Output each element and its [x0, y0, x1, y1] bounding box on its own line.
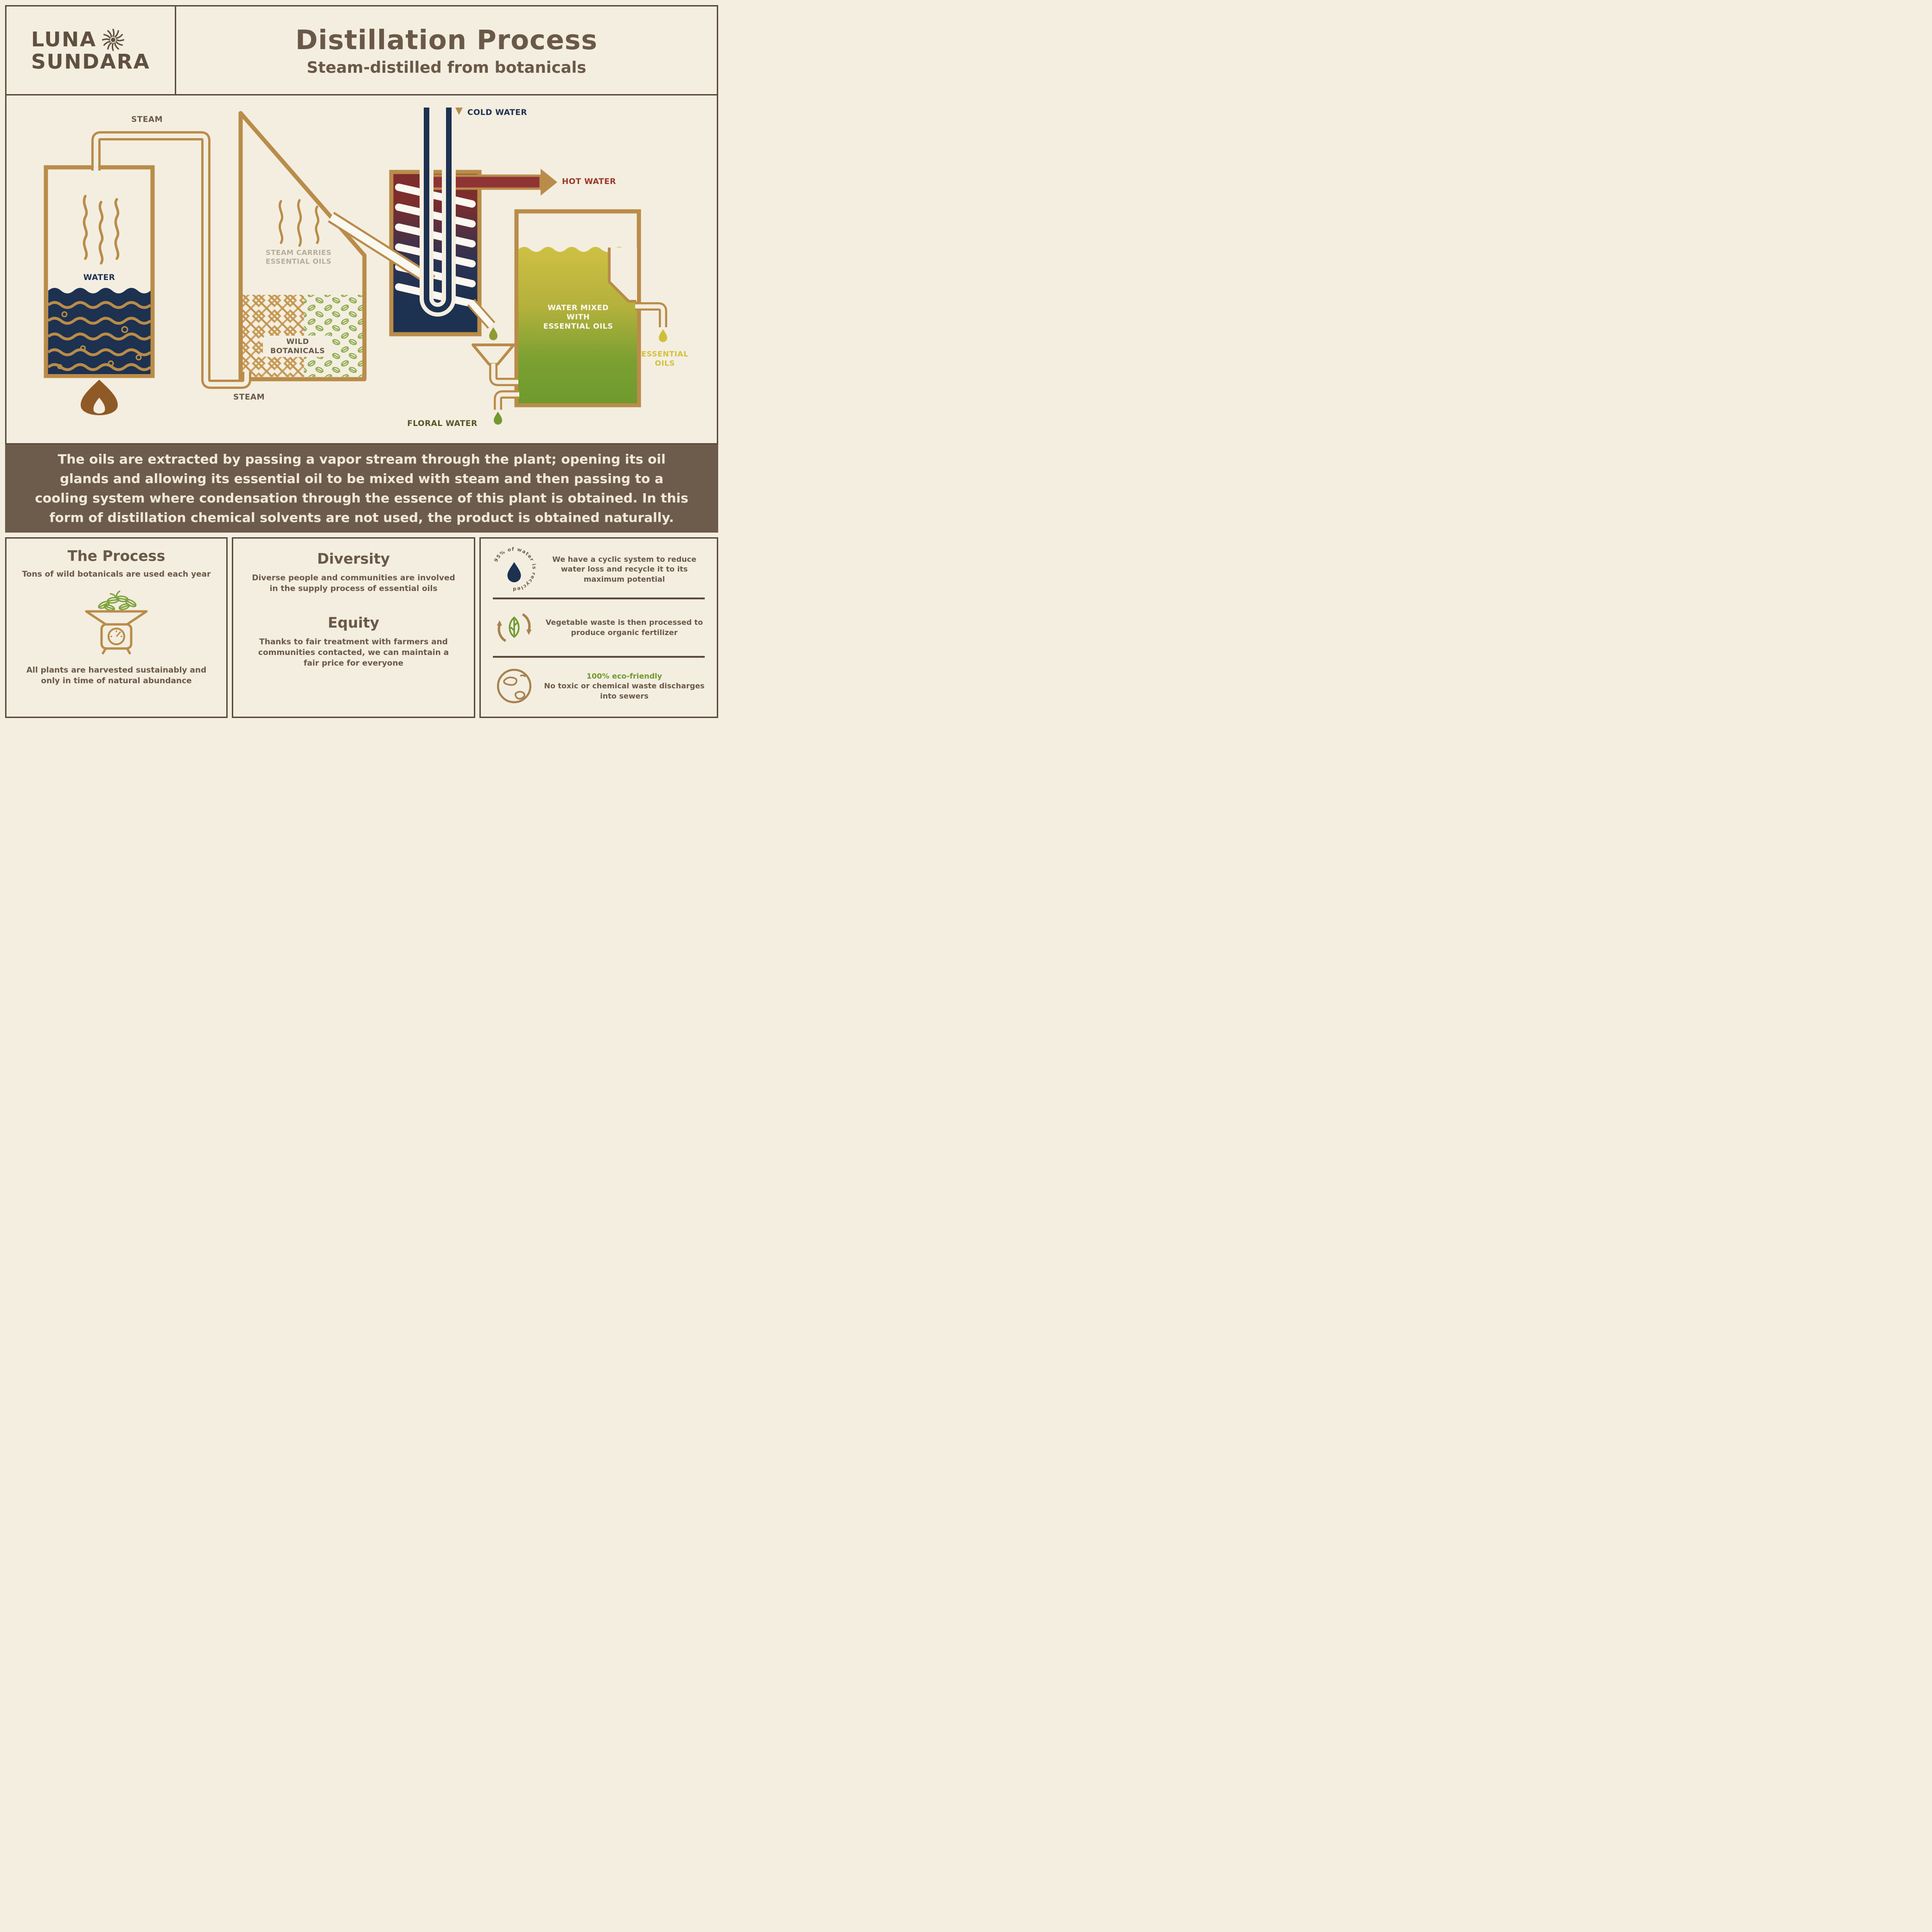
water-label: WATER [83, 273, 115, 282]
logo-line2: SUNDARA [31, 50, 150, 74]
fire-icon [81, 380, 118, 415]
cold-water-pipe [420, 108, 456, 317]
water-fill [48, 288, 151, 374]
floral-water-drop-icon [494, 412, 502, 425]
scale-with-botanicals-icon [85, 590, 148, 655]
page-subtitle: Steam-distilled from botanicals [306, 58, 587, 77]
sustainability-eco-text: No toxic or chemical waste discharges in… [544, 681, 705, 700]
water-recycled-icon: 95% of water is recycled [493, 547, 536, 592]
cold-water-arrow-icon [455, 108, 463, 115]
condensate-drop-icon [489, 327, 497, 340]
sustainability-row-waste: Vegetable waste is then processed to pro… [485, 601, 712, 655]
process-note: All plants are harvested sustainably and… [26, 665, 207, 686]
recycle-leaf-icon [491, 605, 537, 650]
process-box: The Process Tons of wild botanicals are … [5, 537, 228, 718]
divider [493, 656, 705, 658]
diversity-title: Diversity [317, 551, 390, 567]
logo: LUNA [6, 6, 176, 94]
cold-water-label: COLD WATER [467, 108, 527, 117]
steam-wisps-tank [83, 195, 120, 265]
description-text: The oils are extracted by passing a vapo… [35, 451, 689, 525]
floral-water-outlet-pipe [494, 390, 519, 410]
sunburst-icon [102, 28, 125, 51]
steam-carries-label: STEAM CARRIES ESSENTIAL OILS [266, 248, 332, 266]
vapor-neck-pipe [328, 212, 435, 286]
diagram-panel: STEAM WATER STEAM STEAM CARRIES ESSENTIA… [5, 94, 718, 445]
process-title: The Process [67, 548, 166, 565]
water-tank [44, 165, 155, 378]
description-band: The oils are extracted by passing a vapo… [5, 445, 718, 533]
hot-water-arrow-icon [541, 169, 557, 196]
steam-pipe [91, 131, 251, 389]
floral-water-label: FLORAL WATER [407, 419, 478, 428]
earth-icon [491, 664, 537, 708]
process-intro: Tons of wild botanicals are used each ye… [22, 570, 211, 579]
botanicals-pile [98, 590, 137, 611]
logo-text: LUNA [31, 28, 150, 73]
hot-water-label: HOT WATER [562, 177, 616, 186]
sustainability-box: 95% of water is recycled We have a cycli… [479, 537, 718, 718]
scale-dial [108, 627, 125, 645]
sustainability-water-text: We have a cyclic system to reduce water … [552, 554, 696, 584]
distillation-diagram [44, 108, 667, 425]
equity-text: Thanks to fair treatment with farmers an… [258, 637, 449, 668]
funnel [472, 343, 518, 386]
header: LUNA [5, 5, 718, 94]
water-drop-icon [507, 562, 521, 583]
water-mixed-label: WATER MIXED WITH ESSENTIAL OILS [543, 303, 613, 330]
divider [493, 597, 705, 599]
logo-line1: LUNA [31, 27, 97, 51]
page-title: Distillation Process [295, 24, 598, 56]
scale-body [85, 610, 148, 655]
infographic-page: LUNA [0, 0, 723, 723]
essential-oils-label: ESSENTIAL OILS [641, 350, 689, 368]
essential-oil-drop-icon [659, 329, 667, 342]
sustainability-row-eco: 100% eco-friendly No toxic or chemical w… [485, 659, 712, 713]
eco-friendly-highlight: 100% eco-friendly [587, 671, 662, 680]
wild-botanicals-label: WILD BOTANICALS [263, 336, 332, 357]
diversity-text: Diverse people and communities are invol… [252, 573, 455, 593]
steam-top-label: STEAM [131, 115, 163, 124]
title-block: Distillation Process Steam-distilled fro… [176, 6, 717, 94]
steam-bottom-label: STEAM [233, 393, 265, 402]
water-waves [48, 301, 151, 371]
water-drop-recycled-badge: 95% of water is recycled [491, 545, 537, 593]
sustainability-row-water: 95% of water is recycled We have a cycli… [485, 542, 712, 596]
diversity-equity-box: Diversity Diverse people and communities… [232, 537, 475, 718]
weir-wall [608, 248, 636, 303]
condensate-tube [467, 299, 496, 329]
steam-wisps-vessel [278, 199, 319, 247]
leaf-icon [509, 616, 520, 638]
essential-oil-outlet-pipe [635, 302, 667, 327]
sustainability-waste-text: Vegetable waste is then processed to pro… [545, 618, 703, 637]
separator-tank [514, 209, 641, 407]
oil-water-fill [518, 247, 637, 403]
bottom-row: The Process Tons of wild botanicals are … [5, 537, 718, 718]
equity-title: Equity [327, 614, 380, 631]
